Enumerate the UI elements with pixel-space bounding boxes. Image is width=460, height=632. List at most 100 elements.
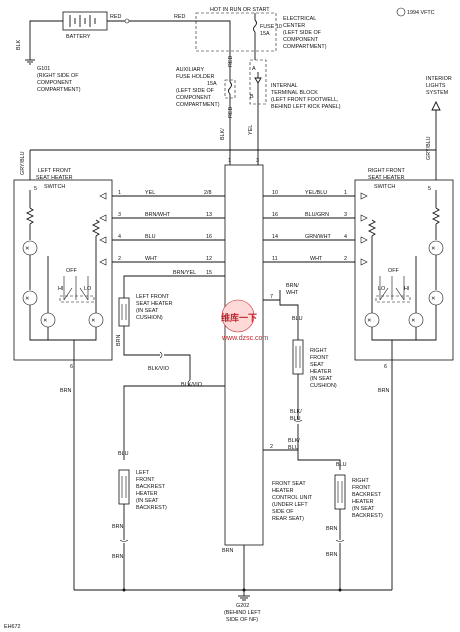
brn-wht-label: WHT: [286, 290, 299, 296]
aux-fuse-label: COMPARTMENT): [176, 102, 220, 108]
control-unit-label: HEATER: [272, 488, 294, 494]
resistor-icon: [91, 219, 101, 237]
svg-text:2: 2: [118, 256, 121, 262]
svg-text:13: 13: [206, 212, 212, 218]
gry-blu-label-left: GRY/BLU: [20, 151, 26, 175]
blk-vio-label: BLK/VIO: [148, 366, 169, 372]
control-unit-label: CONTROL UNIT: [272, 495, 313, 501]
left-switch-box: [13, 179, 113, 361]
resistor-icon: [431, 207, 441, 225]
left-cushion-label: (IN SEAT: [136, 308, 159, 314]
svg-text:✕: ✕: [411, 318, 416, 324]
right-switch-box: [354, 179, 454, 361]
fuse-10-icon: [253, 19, 257, 33]
brn-label: BRN: [326, 526, 337, 532]
blk-wire-label: BLK: [16, 39, 22, 50]
right-backrest-label: HEATER: [352, 499, 374, 505]
brn-yel-label: BRN/YEL: [173, 270, 196, 276]
brn-label: BRN: [112, 554, 123, 560]
svg-text:3: 3: [118, 212, 121, 218]
right-switch-title: SEAT HEATER: [368, 175, 405, 181]
svg-text:2/8: 2/8: [204, 190, 212, 196]
svg-text:1: 1: [344, 190, 347, 196]
ground-g101-note: COMPONENT: [37, 80, 73, 86]
model-label: 1994 VFTC: [407, 10, 435, 16]
svg-text:11: 11: [272, 256, 278, 262]
fuse-amp: 15A: [260, 31, 270, 37]
svg-text:维库一下: 维库一下: [221, 312, 257, 323]
terminal-pin-b: B: [250, 94, 254, 100]
interior-lights-label: SYSTEM: [426, 90, 449, 96]
svg-text:✕: ✕: [431, 296, 436, 302]
figure-id: EH672: [4, 624, 20, 630]
right-wire-1: 10 YEL/BLU 1: [263, 190, 368, 200]
blk-blu-label: BLU: [288, 445, 299, 451]
svg-text:2: 2: [344, 256, 347, 262]
right-backrest-label: BACKREST): [352, 513, 383, 519]
battery: BATTERY: [62, 11, 108, 40]
ground-g202-label: G202: [236, 603, 249, 609]
right-lo-label: LO: [378, 286, 385, 292]
right-backrest-label: FRONT: [352, 485, 371, 491]
aux-fuse-label: 15A: [207, 81, 217, 87]
right-cushion-label: CUSHION): [310, 383, 337, 389]
fusible-link-icon: [124, 18, 130, 24]
blk-wire-label: BLK/: [220, 128, 226, 140]
hot-in-run-label: HOT IN RUN OR START: [210, 7, 270, 13]
left-hi-label: HI: [58, 286, 63, 292]
right-off-label: OFF: [388, 268, 399, 274]
right-backrest-label: RIGHT: [352, 478, 369, 484]
connector-icon: [159, 351, 163, 359]
brn-label: BRN: [326, 552, 337, 558]
svg-text:14: 14: [272, 234, 278, 240]
left-backrest-label: LEFT: [136, 470, 150, 476]
right-backrest-label: BACKREST: [352, 492, 382, 498]
left-wire-4: 2 WHT 12: [99, 256, 225, 266]
internal-block-label: TERMINAL BLOCK: [271, 90, 318, 96]
electrical-center-label: CENTER: [283, 23, 305, 29]
svg-text:BLU: BLU: [145, 234, 156, 240]
electrical-center-label: COMPARTMENT): [283, 44, 327, 50]
red-wire-label-1: RED: [110, 14, 121, 20]
svg-text:BRN/WHT: BRN/WHT: [145, 212, 171, 218]
watermark: 维库一下 www.dzsc.com: [221, 299, 268, 342]
blk-vio-label: BLK/VIO: [181, 382, 202, 388]
brn-label: BRN: [378, 388, 389, 394]
resistor-icon: [367, 219, 377, 237]
right-hi-label: HI: [404, 286, 409, 292]
electrical-center-label: ELECTRICAL: [283, 16, 316, 22]
cu-pin: 15: [206, 270, 212, 276]
aux-fuse-icon: [228, 81, 232, 95]
interior-lights-label: INTERIOR: [426, 76, 452, 82]
ground-g101-label: G101: [37, 66, 50, 72]
right-cushion-label: RIGHT: [310, 348, 327, 354]
ground-g202-note: (BEHIND LEFT: [224, 610, 262, 616]
svg-text:WHT: WHT: [145, 256, 158, 262]
svg-text:✕: ✕: [431, 246, 436, 252]
left-cushion-heater: [118, 297, 130, 327]
internal-block-label: BEHIND LEFT KICK PANEL): [271, 104, 341, 110]
electrical-center-label: COMPONENT: [283, 37, 319, 43]
blk-blu-label: BLU: [290, 416, 301, 422]
right-cushion-label: SEAT: [310, 362, 324, 368]
right-switch-pin: 5: [428, 186, 431, 192]
ground-g202-note: SIDE OF NF): [226, 617, 258, 623]
left-switch-pin: 6: [70, 364, 73, 370]
aux-fuse-label: (LEFT SIDE OF: [176, 88, 215, 94]
fuse-number: FUSE 10: [260, 24, 282, 30]
ground-g101-icon: [25, 59, 35, 65]
terminal-pin-a: A: [252, 66, 256, 72]
svg-text:✕: ✕: [91, 318, 96, 324]
right-backrest-label: (IN SEAT: [352, 506, 375, 512]
blk-blu-label: BLK/: [288, 438, 300, 444]
brn-label: BRN: [60, 388, 71, 394]
left-backrest-label: BACKREST): [136, 505, 167, 511]
cu-pin: 7: [270, 294, 273, 300]
left-switch-title: SEAT HEATER: [36, 175, 73, 181]
left-backrest-label: HEATER: [136, 491, 158, 497]
red-wire-label-2: RED: [174, 14, 185, 20]
right-cushion-label: HEATER: [310, 369, 332, 375]
left-wire-3: 4 BLU 16: [99, 234, 225, 244]
right-wire-3: 14 GRN/WHT 4: [263, 234, 368, 244]
svg-text:3: 3: [344, 212, 347, 218]
